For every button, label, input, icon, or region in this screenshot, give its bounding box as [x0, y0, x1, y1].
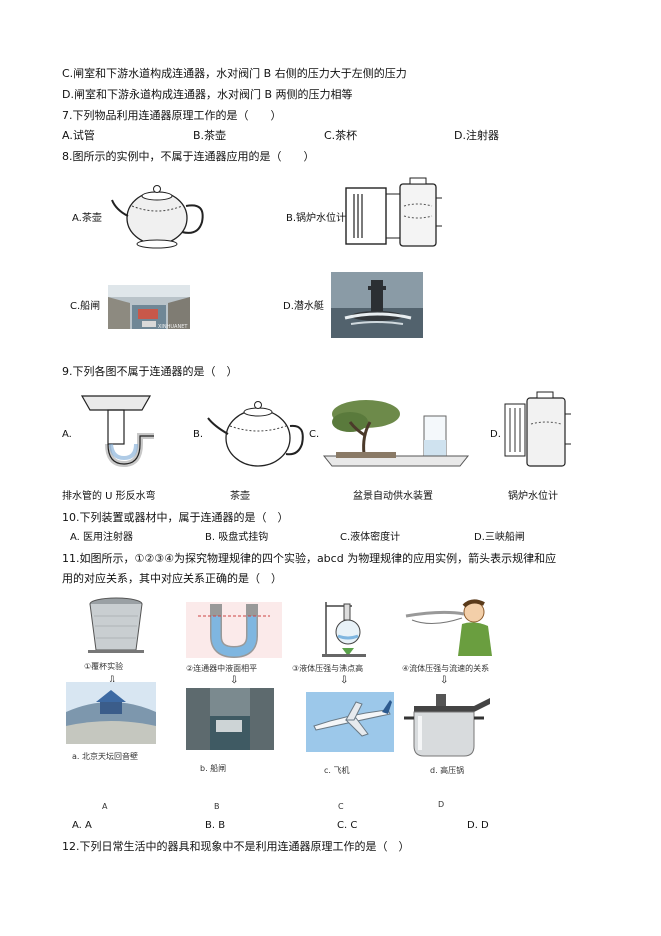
q7-option-d: D.注射器 [454, 129, 499, 142]
u-trap-drain-figure [78, 390, 168, 472]
q8-label-a: A.茶壶 [72, 213, 102, 224]
submarine-photo [331, 272, 423, 338]
pressure-cooker-figure [400, 684, 496, 760]
q8-label-c: C.船闸 [70, 301, 101, 312]
u-tube-figure [186, 602, 282, 658]
arrow-down-icon: ⇩ [440, 675, 449, 686]
exp-caption-1: ①覆杯实验 [84, 662, 124, 671]
q10-option-c: C.液体密度计 [340, 532, 401, 543]
q9-caption-d: 锅炉水位计 [508, 491, 558, 502]
q9-letter-a: A. [62, 429, 72, 440]
q11-letter-b: B [214, 802, 220, 811]
q9-teapot-figure [206, 396, 306, 472]
xinhuanet-watermark: XINHUANET [158, 324, 188, 330]
blowing-paper-figure [402, 598, 498, 658]
q9-letter-b: B. [193, 429, 204, 440]
exp-caption-4: ④流体压强与流速的关系 [402, 664, 490, 673]
app-caption-a: a. 北京天坛回音壁 [72, 752, 138, 761]
cup-experiment-figure [80, 596, 150, 658]
app-caption-c: c. 飞机 [324, 766, 350, 775]
q7-stem: 7.下列物品利用连通器原理工作的是（ ） [62, 109, 282, 122]
q11-stem-line1: 11.如图所示，①②③④为探究物理规律的四个实验，abcd 为物理规律的应用实例… [62, 552, 557, 565]
arrow-down-icon: ⇩ [108, 675, 117, 686]
q11-letter-d: D [438, 800, 445, 809]
q8-stem: 8.图所示的实例中，不属于连通器应用的是（ ） [62, 150, 315, 163]
q11-letter-a: A [102, 802, 108, 811]
boiler-gauge-figure [340, 176, 446, 252]
bonsai-water-supply-figure [320, 392, 472, 472]
q10-stem: 10.下列装置或器材中，属于连通器的是（ ） [62, 511, 289, 524]
q11-option-c: C. C [337, 820, 358, 831]
airplane-photo [306, 692, 394, 752]
app-caption-d: d. 高压锅 [430, 766, 465, 775]
q11-option-b: B. B [205, 820, 226, 831]
q10-option-b: B. 吸盘式挂钩 [205, 532, 269, 543]
q9-letter-c: C. [309, 429, 320, 440]
q11-option-a: A. A [72, 820, 92, 831]
q8-label-d: D.潜水艇 [283, 301, 324, 312]
q10-option-a: A. 医用注射器 [70, 532, 134, 543]
q9-letter-d: D. [490, 429, 501, 440]
q7-option-a: A.试管 [62, 129, 95, 142]
app-caption-b: b. 船闸 [200, 764, 227, 773]
q11-stem-line2: 用的对应关系，其中对应关系正确的是（ ） [62, 572, 282, 585]
ship-lock-app-photo [186, 688, 274, 750]
arrow-down-icon: ⇩ [230, 675, 239, 686]
echo-wall-photo [66, 682, 156, 744]
q12-stem: 12.下列日常生活中的器具和现象中不是利用连通器原理工作的是（ ） [62, 840, 410, 853]
q9-caption-a: 排水管的 U 形反水弯 [62, 491, 156, 502]
q9-caption-b: 茶壶 [230, 491, 250, 502]
q10-option-d: D.三峡船闸 [474, 532, 525, 543]
q9-boiler-gauge-figure [503, 390, 575, 472]
exp-caption-3: ③液体压强与沸点高 [292, 664, 364, 673]
q6-option-d: D.闸室和下游永道构成连通器，水对阀门 B 两侧的压力相等 [62, 88, 353, 101]
q11-letter-c: C [338, 802, 344, 811]
exp-caption-2: ②连通器中液面相平 [186, 664, 258, 673]
q9-stem: 9.下列各图不属于连通器的是（ ） [62, 365, 238, 378]
q8-label-b: B.锅炉水位计 [286, 213, 347, 224]
boiling-flask-figure [318, 600, 378, 658]
q7-option-b: B.茶壶 [193, 129, 227, 142]
ship-lock-photo [108, 285, 190, 329]
q9-caption-c: 盆景自动供水装置 [353, 491, 433, 502]
q6-option-c: C.闸室和下游水道构成连通器，水对阀门 B 右侧的压力大于左侧的压力 [62, 67, 407, 80]
arrow-down-icon: ⇩ [340, 675, 349, 686]
q7-option-c: C.茶杯 [324, 129, 358, 142]
teapot-figure [110, 180, 210, 252]
q11-option-d: D. D [467, 820, 489, 831]
